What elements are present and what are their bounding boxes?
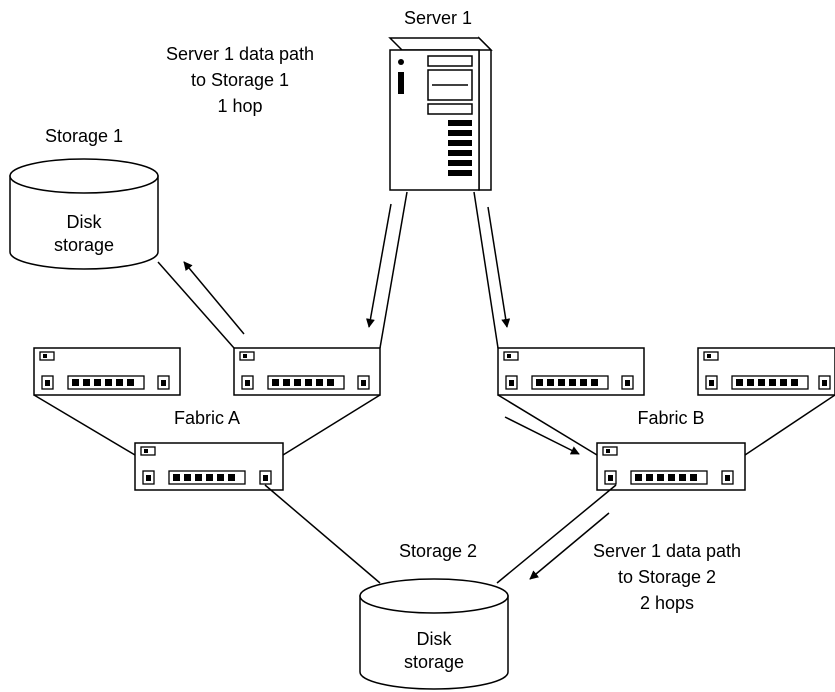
- fabric-b-links: [497, 394, 835, 456]
- storage-2-disk-text-line1: Disk: [417, 629, 453, 649]
- switch-fabric-a-left: [33, 347, 181, 396]
- storage-2-disk: [359, 578, 509, 690]
- fabric-b-label: Fabric B: [637, 408, 704, 428]
- server-1: [388, 36, 493, 191]
- arrow-server-to-fabric-a: [365, 203, 392, 328]
- arrow-fabric-a-to-storage-1: [183, 261, 245, 335]
- data-path-arrows: [183, 203, 610, 580]
- server-1-label: Server 1: [404, 8, 472, 28]
- annotation-path-2-line3: 2 hops: [640, 593, 694, 613]
- storage-1-disk-text-line2: storage: [54, 235, 114, 255]
- storage-1-label: Storage 1: [45, 126, 123, 146]
- storage-1-disk-text-line1: Disk: [67, 212, 103, 232]
- storage-2-label: Storage 2: [399, 541, 477, 561]
- annotation-path-1-line1: Server 1 data path: [166, 44, 314, 64]
- connection-links: [157, 191, 617, 584]
- arrow-core-to-storage-2: [529, 512, 610, 580]
- annotation-path-2-line1: Server 1 data path: [593, 541, 741, 561]
- switch-fabric-a-right: [233, 347, 381, 396]
- fabric-a-links: [33, 394, 381, 456]
- fabric-a-label: Fabric A: [174, 408, 240, 428]
- switch-fabric-b-core: [596, 442, 746, 491]
- switch-fabric-a-core: [134, 442, 284, 491]
- arrow-server-to-fabric-b: [487, 206, 511, 328]
- storage-2-disk-text-line2: storage: [404, 652, 464, 672]
- annotation-path-1-line3: 1 hop: [217, 96, 262, 116]
- storage-1-disk: [9, 158, 159, 270]
- server-drive-bays: [448, 120, 472, 176]
- annotation-path-2: Server 1 data path to Storage 2 2 hops: [593, 541, 741, 613]
- switch-fabric-b-left: [497, 347, 645, 396]
- annotation-path-2-line2: to Storage 2: [618, 567, 716, 587]
- switch-fabric-b-right: [697, 347, 835, 396]
- arrow-fabric-b-to-core: [504, 416, 580, 455]
- annotation-path-1-line2: to Storage 1: [191, 70, 289, 90]
- annotation-path-1: Server 1 data path to Storage 1 1 hop: [166, 44, 314, 116]
